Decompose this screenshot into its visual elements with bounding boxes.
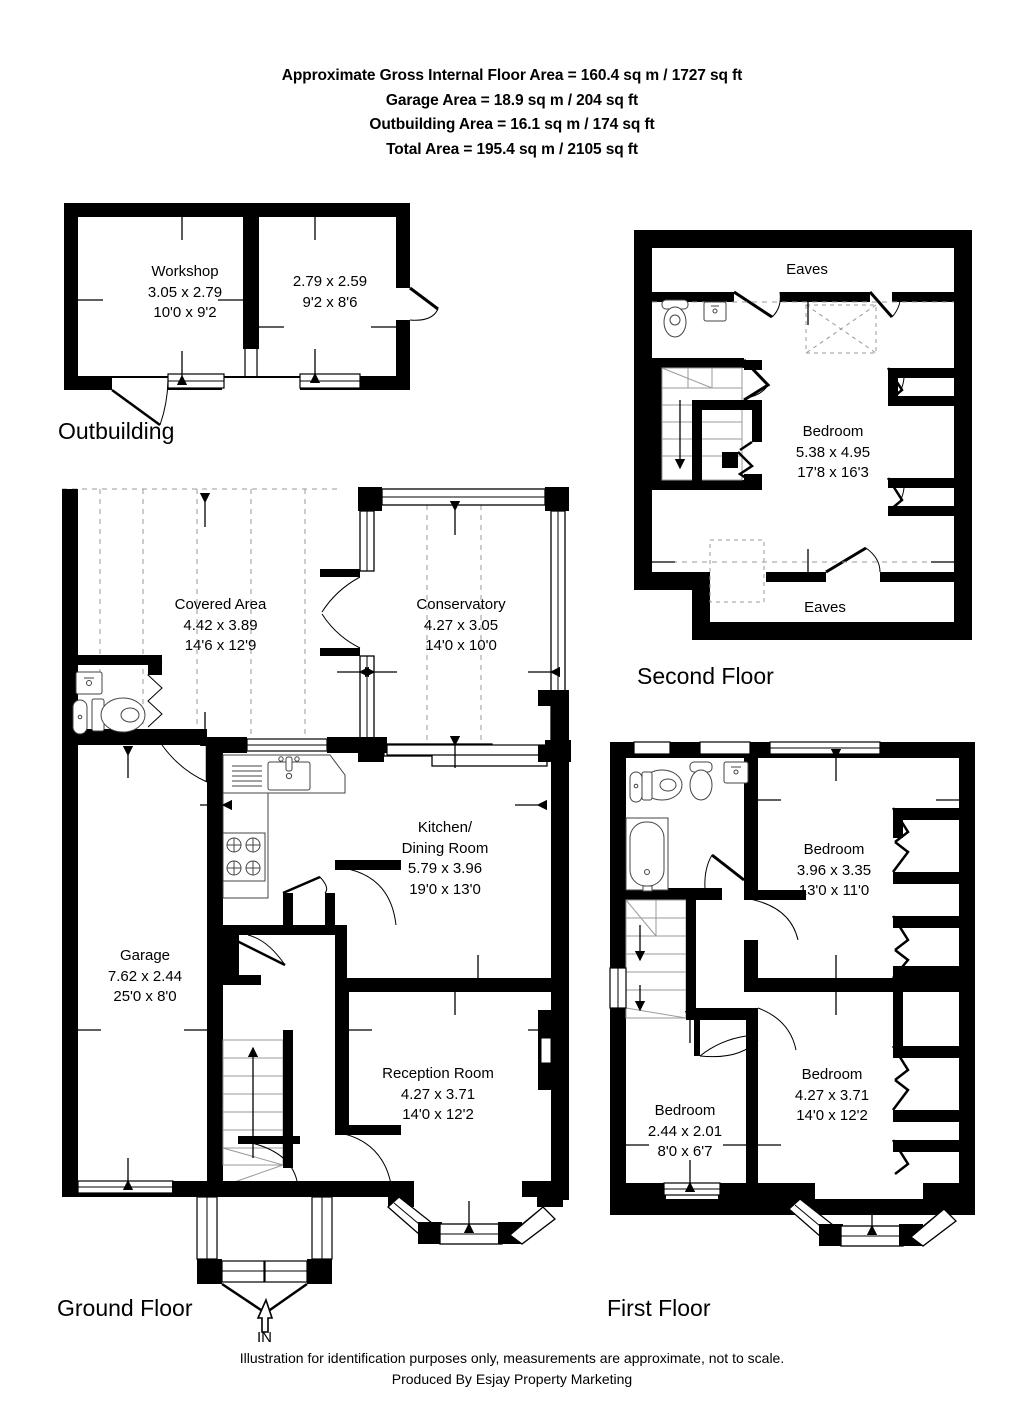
room-name-line1: Kitchen/ <box>417 819 473 836</box>
disclaimer-footer: Illustration for identification purposes… <box>0 1348 1024 1390</box>
room-label-workshop: Workshop 3.05 x 2.79 10'0 x 9'2 <box>95 262 275 324</box>
gross-internal-area-line: Approximate Gross Internal Floor Area = … <box>281 67 743 84</box>
room-dim-metric: 2.79 x 2.59 <box>292 273 368 290</box>
room-dim-imperial: 10'0 x 9'2 <box>153 304 217 321</box>
room-dim-metric: 4.27 x 3.71 <box>400 1085 476 1103</box>
disclaimer-line: Illustration for identification purposes… <box>239 1350 785 1366</box>
room-name: Covered Area <box>174 596 267 613</box>
section-label-second-floor: Second Floor <box>637 663 774 689</box>
room-label-bedroom-rear: Bedroom 4.27 x 3.71 14'0 x 12'2 <box>748 1065 916 1127</box>
room-name: Bedroom <box>654 1102 716 1119</box>
room-label-outbuilding-store: 2.79 x 2.59 9'2 x 8'6 <box>240 272 420 313</box>
room-dim-metric: 3.05 x 2.79 <box>147 283 223 301</box>
room-label-covered-area: Covered Area 4.42 x 3.89 14'6 x 12'9 <box>128 595 313 657</box>
room-dim-metric: 4.42 x 3.89 <box>183 616 258 634</box>
outbuilding-area-line: Outbuilding Area = 16.1 sq m / 174 sq ft <box>369 116 655 133</box>
room-name: Bedroom <box>802 423 864 440</box>
section-label-outbuilding: Outbuilding <box>58 418 175 444</box>
room-dim-imperial: 14'0 x 10'0 <box>425 637 497 654</box>
room-label-conservatory: Conservatory 4.27 x 3.05 14'0 x 10'0 <box>368 595 554 657</box>
room-label-eaves-top: Eaves <box>752 260 862 281</box>
room-name: Reception Room <box>382 1065 494 1082</box>
room-dim-imperial: 14'0 x 12'2 <box>796 1107 868 1124</box>
room-dim-metric: 5.38 x 4.95 <box>795 443 871 461</box>
second-floor-plan <box>634 230 972 640</box>
room-dim-imperial: 25'0 x 8'0 <box>113 988 177 1005</box>
total-area-line: Total Area = 195.4 sq m / 2105 sq ft <box>386 140 638 158</box>
section-label-first-floor: First Floor <box>607 1295 711 1321</box>
room-dim-metric: 7.62 x 2.44 <box>107 967 183 985</box>
room-name: Eaves <box>804 599 846 616</box>
garage-area-line: Garage Area = 18.9 sq m / 204 sq ft <box>385 91 639 109</box>
section-label-ground-floor: Ground Floor <box>57 1295 193 1321</box>
first-floor-plan <box>609 741 975 1247</box>
room-name: Bedroom <box>803 841 865 858</box>
room-label-eaves-bottom: Eaves <box>770 598 880 619</box>
room-label-bedroom-small: Bedroom 2.44 x 2.01 8'0 x 6'7 <box>615 1101 755 1163</box>
room-dim-metric: 5.79 x 3.96 <box>407 860 483 877</box>
room-dim-metric: 4.27 x 3.71 <box>794 1086 870 1104</box>
ground-floor-plan <box>62 487 571 1333</box>
room-dim-imperial: 19'0 x 13'0 <box>409 880 481 898</box>
room-dim-metric: 4.27 x 3.05 <box>423 616 499 634</box>
room-name: Workshop <box>151 263 219 280</box>
room-label-reception-room: Reception Room 4.27 x 3.71 14'0 x 12'2 <box>345 1064 531 1126</box>
area-summary-header: Approximate Gross Internal Floor Area = … <box>0 64 1024 162</box>
room-dim-imperial: 9'2 x 8'6 <box>302 293 358 311</box>
room-label-kitchen-dining: Kitchen/ Dining Room 5.79 x 3.96 19'0 x … <box>355 818 535 900</box>
room-dim-imperial: 17'8 x 16'3 <box>797 464 869 481</box>
room-label-bedroom-front: Bedroom 3.96 x 3.35 13'0 x 11'0 <box>750 840 918 902</box>
outbuilding-plan <box>64 203 439 427</box>
room-dim-imperial: 8'0 x 6'7 <box>657 1143 713 1160</box>
room-name: Eaves <box>786 261 828 278</box>
room-name: Conservatory <box>416 596 506 613</box>
room-dim-imperial: 13'0 x 11'0 <box>798 882 870 899</box>
room-dim-metric: 2.44 x 2.01 <box>647 1122 723 1140</box>
room-dim-imperial: 14'0 x 12'2 <box>402 1106 474 1123</box>
room-label-second-floor-bedroom: Bedroom 5.38 x 4.95 17'8 x 16'3 <box>748 422 918 484</box>
room-name: Bedroom <box>801 1066 863 1083</box>
room-label-garage: Garage 7.62 x 2.44 25'0 x 8'0 <box>55 946 235 1008</box>
room-name: Garage <box>119 947 171 964</box>
room-name-line2: Dining Room <box>401 839 489 857</box>
room-dim-metric: 3.96 x 3.35 <box>796 861 872 879</box>
entrance-in-label: IN <box>257 1329 272 1346</box>
room-dim-imperial: 14'6 x 12'9 <box>184 637 257 654</box>
producer-line: Produced By Esjay Property Marketing <box>391 1371 633 1387</box>
